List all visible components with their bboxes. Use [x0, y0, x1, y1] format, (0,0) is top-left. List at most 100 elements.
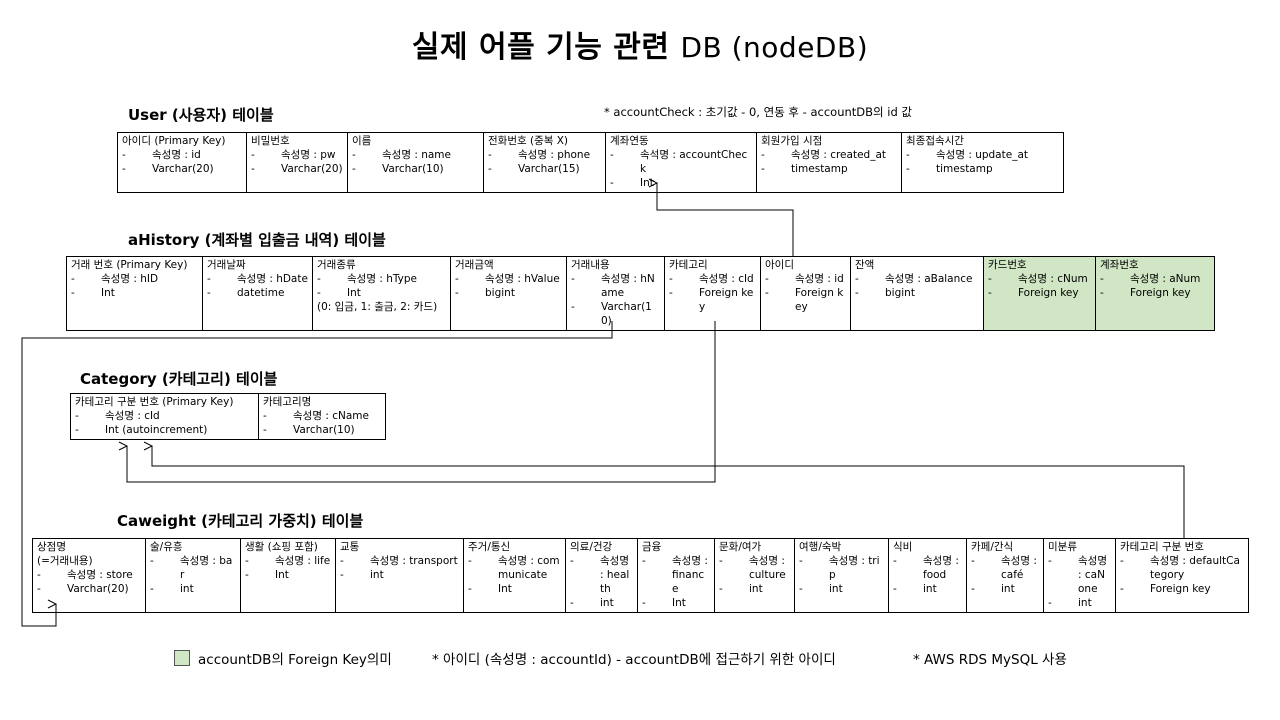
attribute-text: 속성명 : culture — [749, 555, 786, 581]
list-item: -Foreign key — [765, 286, 846, 314]
list-item: -datetime — [207, 286, 308, 300]
bullet-dash: - — [719, 555, 723, 567]
ahistory-column-8: 카드번호-속성명 : cNum-Foreign key — [983, 256, 1096, 331]
attribute-text: 속성명 : communicate — [498, 555, 560, 581]
caweight-column-7: 문화/여가-속성명 : culture-int — [714, 538, 795, 613]
category-table: 카테고리 구분 번호 (Primary Key)-속성명 : cId-Int (… — [70, 393, 386, 440]
attribute-text: 속성명 : hType — [347, 273, 417, 285]
list-item: -int — [893, 582, 962, 596]
attribute-text: Foreign key — [699, 287, 754, 313]
bullet-dash: - — [263, 410, 267, 422]
bullet-dash: - — [971, 583, 975, 595]
attribute-text: 속성명 : hName — [601, 273, 655, 299]
bullet-dash: - — [1100, 273, 1104, 285]
list-item: -속성명 : defaultCategory — [1120, 554, 1244, 582]
bullet-dash: - — [799, 583, 803, 595]
bullet-dash: - — [251, 163, 255, 175]
attribute-text: int — [180, 583, 194, 595]
column-note: (=거래내용) — [37, 555, 93, 567]
bullet-dash: - — [317, 273, 321, 285]
bullet-dash: - — [150, 583, 154, 595]
bullet-dash: - — [340, 555, 344, 567]
bullet-dash: - — [799, 555, 803, 567]
category-column-1: 카테고리명-속성명 : cName-Varchar(10) — [258, 393, 386, 440]
list-item: -Varchar(20) — [122, 162, 242, 176]
list-item: -속성명 : created_at — [761, 148, 897, 162]
attribute-text: 속성명 : trip — [829, 555, 880, 581]
list-item: - 속성명 : aNum — [1100, 272, 1210, 286]
attribute-text: 속성명 : food — [923, 555, 959, 581]
bullet-dash: - — [122, 149, 126, 161]
bullet-dash: - — [37, 583, 41, 595]
bullet-dash: - — [1120, 555, 1124, 567]
list-item: -속성명 : cId — [669, 272, 756, 286]
table-label-caweight: Caweight (카테고리 가중치) 테이블 — [117, 512, 364, 530]
caweight-column-2: 생활 (쇼핑 포함)-속성명 : life-Int — [240, 538, 336, 613]
column-header: 여행/숙박 — [799, 541, 842, 553]
list-item: -속성명 : hValue — [455, 272, 562, 286]
list-item: -속성명 : hID — [71, 272, 198, 286]
attribute-text: int — [1001, 583, 1015, 595]
list-item: -Int — [245, 568, 331, 582]
bullet-dash: - — [906, 163, 910, 175]
attribute-text: Foreign key — [1150, 583, 1211, 595]
list-item: -속성명 : health — [570, 554, 633, 596]
list-item: -Int — [317, 286, 446, 300]
bullet-dash: - — [352, 149, 356, 161]
attribute-text: Int — [275, 569, 289, 581]
attribute-text: Int — [672, 597, 686, 609]
column-header: 주거/통신 — [468, 541, 511, 553]
list-item: -Int (autoincrement) — [75, 423, 254, 437]
attribute-text: 속성명 : name — [382, 149, 451, 161]
bullet-dash: - — [455, 273, 459, 285]
list-item: -속성명 : update_at — [906, 148, 1059, 162]
list-item: -int — [799, 582, 884, 596]
page-title: 실제 어플 기능 관련 DB (nodeDB) — [0, 22, 1280, 66]
table-label-category: Category (카테고리) 테이블 — [80, 370, 278, 388]
column-header: 계좌번호 — [1100, 259, 1139, 271]
caweight-column-11: 미분류-속성명 : caNone-int — [1043, 538, 1116, 613]
bullet-dash: - — [610, 149, 614, 161]
caweight-table: 상점명(=거래내용)-속성명 : store-Varchar(20)술/유흥-속… — [32, 538, 1249, 613]
bullet-dash: - — [1048, 555, 1052, 567]
bullet-dash: - — [1120, 583, 1124, 595]
attribute-text: Varchar(10) — [601, 301, 652, 327]
attribute-text: 속성명 : aBalance — [885, 273, 973, 285]
title-sub: DB (nodeDB) — [680, 31, 869, 64]
bullet-dash: - — [245, 555, 249, 567]
bullet-dash: - — [719, 583, 723, 595]
list-item: -int — [1048, 596, 1111, 610]
column-header: 아이디 — [765, 259, 794, 271]
attribute-text: 속성명 : aNum — [1130, 273, 1201, 285]
list-item: -속성명 : communicate — [468, 554, 561, 582]
attribute-text: 속성명 : finance — [672, 555, 708, 595]
user-column-1: 비밀번호-속성명 : pw-Varchar(20) — [246, 132, 348, 193]
attribute-text: 속성명 : phone — [518, 149, 591, 161]
attribute-text: 속성명 : created_at — [791, 149, 886, 161]
list-item: -bigint — [855, 286, 979, 300]
user-table: 아이디 (Primary Key)-속성명 : id-Varchar(20)비밀… — [117, 132, 1064, 193]
caweight-column-5: 의료/건강-속성명 : health-int — [565, 538, 638, 613]
column-header: 의료/건강 — [570, 541, 613, 553]
attribute-text: 속성명 : hID — [101, 273, 159, 285]
list-item: -속성명 : id — [122, 148, 242, 162]
bullet-dash: - — [1100, 287, 1104, 299]
list-item: -Int — [642, 596, 710, 610]
bullet-dash: - — [761, 163, 765, 175]
legend-fk-meaning: accountDB의 Foreign Key의미 — [198, 652, 392, 668]
bullet-dash: - — [1048, 597, 1052, 609]
bullet-dash: - — [893, 583, 897, 595]
column-header: 카테고리명 — [263, 396, 312, 408]
attribute-text: int — [370, 569, 384, 581]
table-row: 상점명(=거래내용)-속성명 : store-Varchar(20)술/유흥-속… — [32, 538, 1249, 613]
bullet-dash: - — [75, 424, 79, 436]
column-header: 잔액 — [855, 259, 875, 271]
bullet-dash: - — [317, 287, 321, 299]
list-item: -속성명 : café — [971, 554, 1039, 582]
column-header: 회원가입 시점 — [761, 135, 823, 147]
attribute-text: 속성명 : hDate — [237, 273, 308, 285]
list-item: -속성명 : food — [893, 554, 962, 582]
attribute-text: 속성명 : life — [275, 555, 331, 567]
table-row: 카테고리 구분 번호 (Primary Key)-속성명 : cId-Int (… — [70, 393, 386, 440]
list-item: -Varchar(15) — [488, 162, 601, 176]
